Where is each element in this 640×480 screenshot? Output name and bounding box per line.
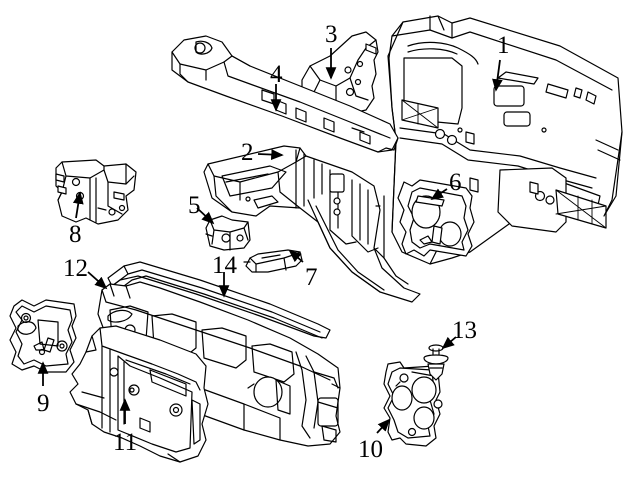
callout-number-1: 1 xyxy=(497,32,510,59)
callout-number-10: 10 xyxy=(358,436,383,463)
callout-number-7: 7 xyxy=(305,264,318,291)
part-4-cowl-top-grille-panel xyxy=(171,35,399,153)
callout-number-9: 9 xyxy=(37,390,50,417)
part-2-cowl-side-panel xyxy=(203,145,421,303)
part-6-dash-insulator-panel xyxy=(397,179,475,257)
callout-number-11: 11 xyxy=(113,429,138,456)
part-8-hinge-pillar-bracket xyxy=(55,159,137,225)
part-3-cowl-side-bracket xyxy=(301,31,379,115)
part-13-push-pin-retainer xyxy=(423,344,449,381)
callout-number-13: 13 xyxy=(452,317,477,344)
callout-number-8: 8 xyxy=(69,221,82,248)
callout-number-12: 12 xyxy=(63,255,88,282)
part-9-dash-insulator-left xyxy=(9,299,77,373)
part-14-cowl-weatherstrip-seal xyxy=(107,261,331,339)
callout-number-5: 5 xyxy=(188,192,201,219)
callout-number-2: 2 xyxy=(241,139,254,166)
callout-number-14: 14 xyxy=(212,252,237,279)
part-5-cowl-bracket-small xyxy=(205,215,251,251)
part-10-dash-grommet-plate xyxy=(383,361,443,447)
part-7-cowl-reinforcement-clip xyxy=(243,249,303,273)
callout-number-6: 6 xyxy=(449,169,462,196)
callout-number-4: 4 xyxy=(270,61,283,88)
callout-number-3: 3 xyxy=(325,21,338,48)
part-11-dash-lower-side-panel xyxy=(69,325,209,463)
